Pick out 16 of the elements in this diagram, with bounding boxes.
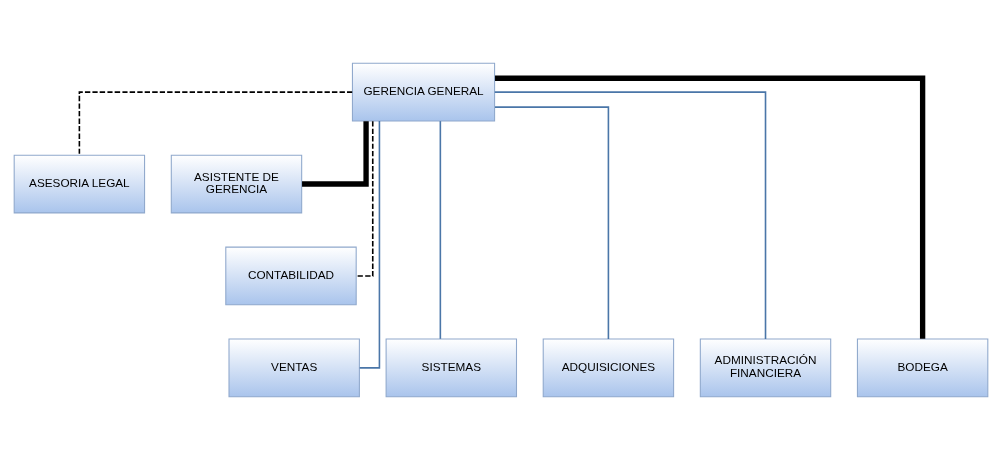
node-box: CONTABILIDAD [224, 246, 357, 305]
node-box: ASISTENTE DE GERENCIA [170, 154, 302, 213]
connector [358, 119, 380, 369]
node-box: ADQUISICIONES [542, 337, 674, 397]
connector [78, 90, 353, 156]
node-box: ADMINISTRACIÓN FINANCIERA [699, 337, 831, 397]
node-box: VENTAS [227, 337, 360, 397]
connector [493, 105, 609, 340]
node-box: ASESORIA LEGAL [13, 154, 145, 213]
connector [493, 90, 766, 340]
node-box: SISTEMAS [385, 337, 517, 397]
connector [494, 75, 925, 339]
node-box: BODEGA [856, 337, 988, 397]
connector [301, 120, 369, 187]
connector [439, 119, 441, 340]
node-box: GERENCIA GENERAL [351, 62, 495, 122]
